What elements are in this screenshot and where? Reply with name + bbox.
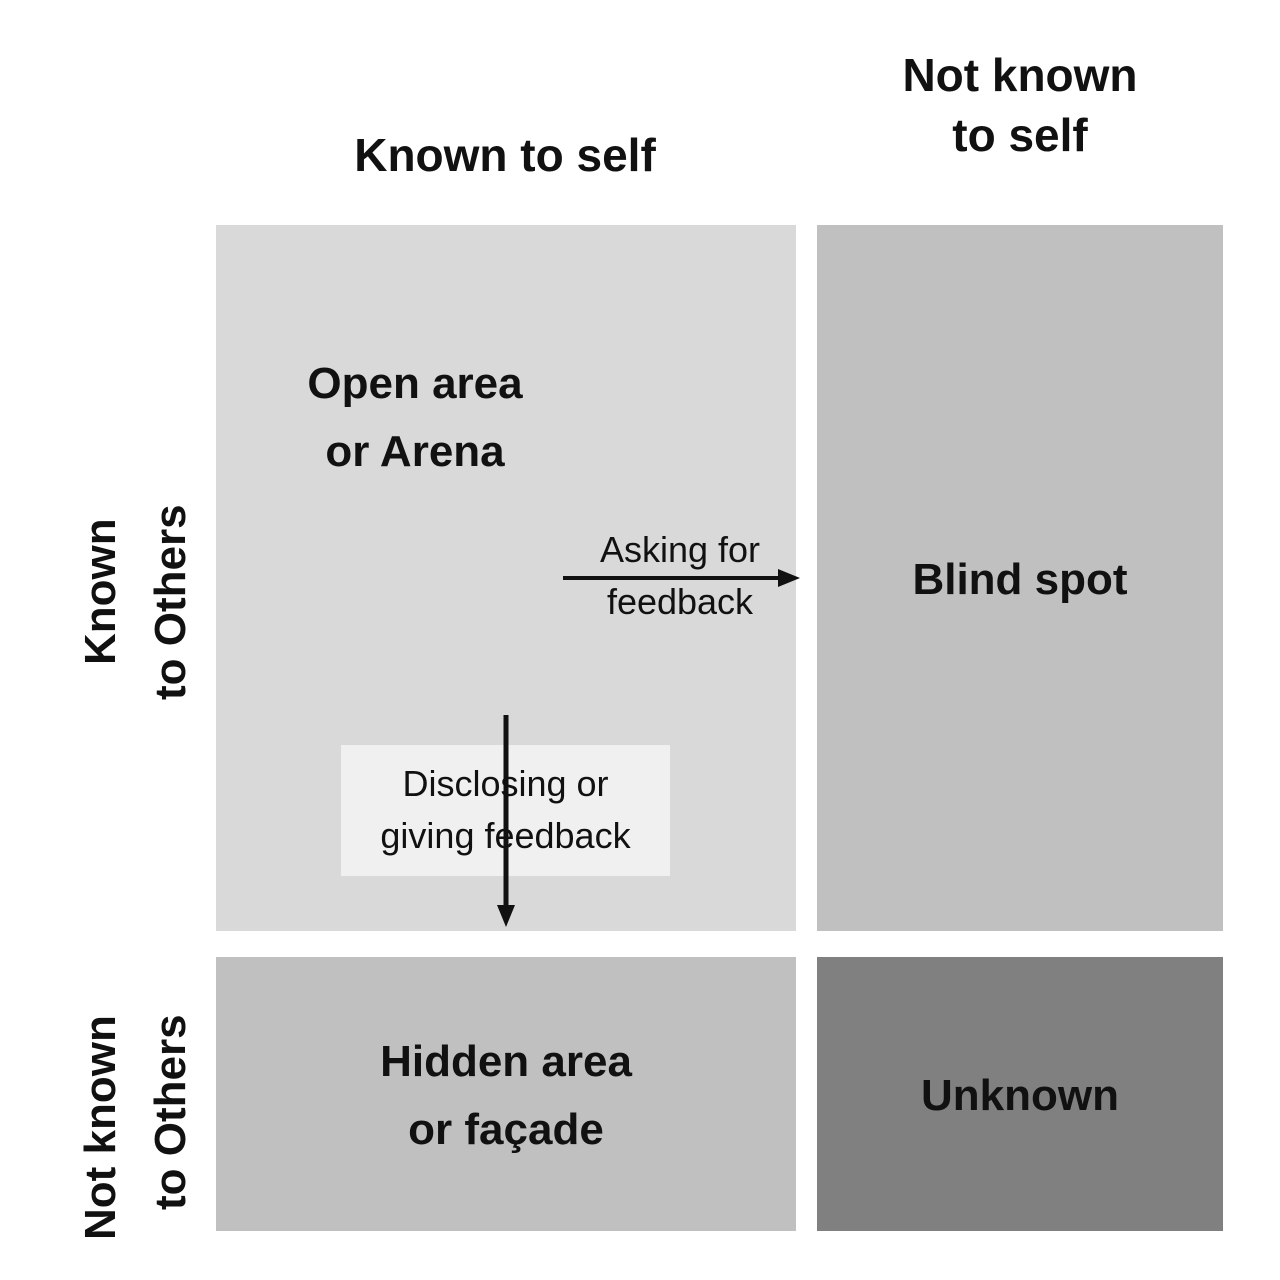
label-line: Hidden area bbox=[380, 1037, 632, 1086]
column-header-not-known-to-self: Not known to self bbox=[820, 45, 1220, 165]
label-open-area: Open area or Arena bbox=[250, 350, 580, 486]
side-line: to Others bbox=[146, 1014, 195, 1210]
disclosing-feedback-label: Disclosing or giving feedback bbox=[341, 758, 670, 862]
arrow-label-line: giving feedback bbox=[380, 815, 631, 856]
label-hidden-area: Hidden area or façade bbox=[216, 1028, 796, 1164]
right-arrow-icon bbox=[563, 569, 800, 587]
label-line: Open area bbox=[307, 359, 523, 408]
quadrant-blind-spot bbox=[817, 225, 1223, 931]
arrow-label-line: Disclosing or bbox=[402, 763, 609, 804]
down-arrow-icon bbox=[497, 715, 515, 927]
label-line: or Arena bbox=[325, 427, 505, 476]
label-unknown: Unknown bbox=[921, 1071, 1119, 1120]
quadrant-unknown bbox=[817, 957, 1223, 1231]
label-line: or façade bbox=[408, 1105, 604, 1154]
arrow-label-line: Asking for bbox=[599, 529, 761, 570]
arrow-label-line: feedback bbox=[606, 581, 754, 622]
quadrant-hidden-area bbox=[216, 957, 796, 1231]
row-label-known-to-others: Known to Others bbox=[66, 504, 206, 700]
side-line: to Others bbox=[146, 504, 195, 700]
asking-for-feedback-label: Asking for feedback bbox=[560, 524, 800, 628]
column-header-known-to-self: Known to self bbox=[354, 129, 656, 181]
label-blind-spot: Blind spot bbox=[912, 555, 1128, 604]
header-line: Not known bbox=[902, 49, 1138, 101]
row-label-not-known-to-others: Not known to Others bbox=[66, 1014, 206, 1240]
header-line: to self bbox=[952, 109, 1088, 161]
side-line: Not known bbox=[76, 1015, 125, 1240]
side-line: Known bbox=[76, 518, 125, 665]
